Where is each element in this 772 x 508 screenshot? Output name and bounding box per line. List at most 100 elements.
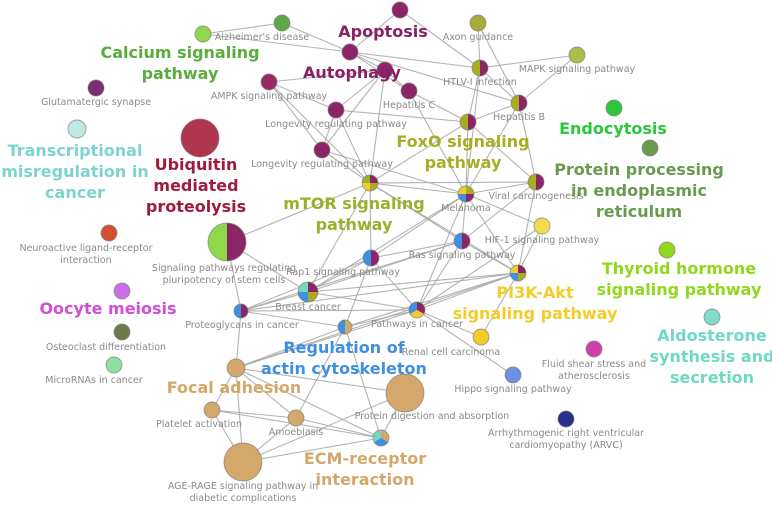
node-rap1[interactable] (362, 249, 380, 267)
edge-melanoma-rap1 (370, 193, 467, 259)
edge-breast-proteoglycans (240, 291, 309, 312)
node-htlv[interactable] (471, 59, 489, 77)
node-label-alzheimers: Alzheimer's disease (215, 32, 309, 43)
node-hepatitis_c[interactable] (400, 82, 418, 100)
edge-apoptosis_top-apoptosis_node (349, 9, 401, 53)
node-label-hepatitis_b: Hepatitis B (493, 112, 545, 123)
edge-mtor_node-viral (369, 181, 537, 184)
edge-pi3k_node-regulation_node (344, 272, 519, 328)
node-ecm_node[interactable] (372, 429, 390, 447)
node-platelet[interactable] (203, 401, 221, 419)
edge-proteoglycans-pathways_cancer (240, 309, 418, 312)
node-longevity2[interactable] (313, 141, 331, 159)
edge-melanoma-viral (465, 181, 537, 195)
node-stem[interactable] (207, 222, 247, 262)
edge-pi3k_node-proteoglycans (240, 272, 519, 312)
node-protein_digestion[interactable] (385, 373, 425, 413)
node-age_rage[interactable] (223, 442, 263, 482)
edge-protein_digestion-age_rage (242, 392, 406, 463)
node-mtor_node[interactable] (361, 174, 379, 192)
node-label-pathways_cancer: Pathways in cancer (371, 319, 463, 330)
edge-hepatitis_c-foxo_node (408, 90, 469, 123)
node-autophagy_node[interactable] (376, 61, 394, 79)
edge-hepatitis_b-melanoma (465, 102, 520, 195)
node-micrornas[interactable] (105, 356, 123, 374)
node-mapk[interactable] (568, 46, 586, 64)
node-foxo_node[interactable] (459, 113, 477, 131)
edge-autophagy_node-mtor_node (369, 69, 386, 184)
node-pathways_cancer[interactable] (408, 301, 426, 319)
edge-melanoma-pi3k_node (465, 193, 519, 274)
node-viral[interactable] (527, 173, 545, 191)
node-neuroactive[interactable] (100, 224, 118, 242)
node-label-micrornas: MicroRNAs in cancer (45, 375, 143, 386)
node-endocytosis_node[interactable] (605, 99, 623, 117)
edge-platelet-amoebiasis (211, 409, 297, 419)
node-label-ampk: AMPK signaling pathway (211, 91, 328, 102)
node-melanoma[interactable] (457, 185, 475, 203)
edge-rap1-regulation_node (344, 257, 372, 328)
node-osteoclast[interactable] (113, 323, 131, 341)
node-hif[interactable] (533, 217, 551, 235)
node-ampk[interactable] (260, 73, 278, 91)
node-alzheimers[interactable] (273, 14, 291, 32)
node-aldosterone_node[interactable] (703, 308, 721, 326)
node-protein_node[interactable] (641, 139, 659, 157)
node-label-viral: Viral carcinogenesis (488, 191, 583, 202)
node-breast[interactable] (297, 281, 319, 303)
node-ubiquitin_node[interactable] (180, 118, 220, 158)
node-thyroid_node[interactable] (658, 241, 676, 259)
node-axon[interactable] (469, 14, 487, 32)
node-hepatitis_b[interactable] (510, 94, 528, 112)
edge-pi3k_node-focal_node (235, 272, 519, 369)
edge-longevity2-melanoma (321, 149, 467, 195)
cluster-label-focal: Focal adhesion (167, 378, 302, 397)
node-calcium_node[interactable] (194, 25, 212, 43)
edge-ras-rap1 (370, 240, 463, 259)
node-apoptosis_node[interactable] (341, 43, 359, 61)
edge-viral-ras (461, 181, 537, 242)
edge-pi3k_node-breast (307, 272, 519, 293)
node-label-platelet: Platelet activation (156, 419, 242, 430)
edge-melanoma-pathways_cancer (416, 193, 467, 311)
node-regulation_node[interactable] (337, 319, 353, 335)
node-transcriptional_node[interactable] (67, 119, 87, 139)
node-proteoglycans[interactable] (233, 303, 249, 319)
edge-hippo-pathways_cancer (416, 309, 514, 376)
node-amoebiasis[interactable] (287, 409, 305, 427)
node-focal_node[interactable] (226, 358, 246, 378)
node-oocyte_node[interactable] (113, 282, 131, 300)
node-longevity1[interactable] (327, 101, 345, 119)
node-label-renal: Renal cell carcinoma (402, 347, 500, 358)
edge-calcium_node-apoptosis_node (202, 33, 351, 53)
edge-autophagy_node-longevity2 (321, 69, 386, 151)
edge-apoptosis_node-hepatitis_b (349, 51, 520, 104)
edge-proteoglycans-focal_node (235, 310, 242, 369)
edge-apoptosis_top-htlv (399, 9, 481, 69)
edge-mtor_node-rap1 (369, 182, 372, 259)
edge-htlv-foxo_node (467, 67, 481, 123)
edge-ras-proteoglycans (240, 240, 463, 312)
cluster-label-oocyte: Oocyte meiosis (39, 299, 176, 318)
edge-alzheimers-apoptosis_node (281, 22, 351, 53)
node-ras[interactable] (453, 232, 471, 250)
node-hippo[interactable] (504, 366, 522, 384)
edge-regulation_node-ecm_node (344, 326, 382, 439)
edge-hepatitis_c-melanoma (408, 90, 467, 195)
edge-ampk-autophagy_node (268, 69, 386, 83)
cluster-label-apoptosis: Apoptosis (338, 22, 427, 41)
edge-calcium_node-alzheimers (202, 22, 283, 35)
node-arvc[interactable] (557, 410, 575, 428)
node-pi3k_node[interactable] (509, 264, 527, 282)
node-fluid[interactable] (585, 340, 603, 358)
edge-melanoma-breast (307, 193, 467, 293)
node-renal[interactable] (472, 328, 490, 346)
node-glutamatergic[interactable] (87, 79, 105, 97)
node-apoptosis_top[interactable] (391, 1, 409, 19)
